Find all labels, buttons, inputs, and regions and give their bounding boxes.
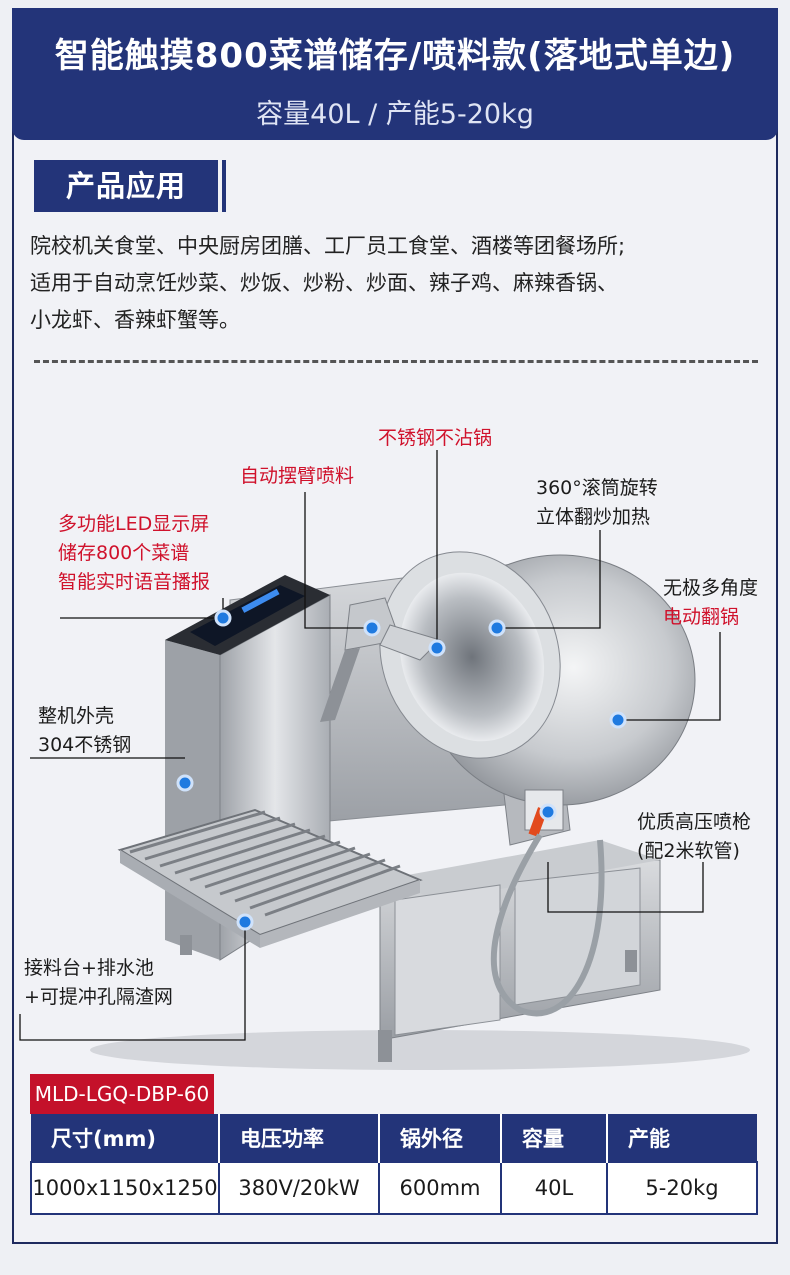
hotspot-marker bbox=[609, 711, 627, 729]
callout-text: 多功能LED显示屏 bbox=[58, 513, 210, 535]
spec-cell-pot-diameter: 600mm bbox=[378, 1161, 502, 1215]
callout-text: 自动摆臂喷料 bbox=[240, 465, 355, 487]
callout-shell: 整机外壳 304不锈钢 bbox=[38, 702, 131, 760]
callout-text: 优质高压喷枪 bbox=[637, 811, 752, 833]
pot-interior bbox=[399, 572, 545, 742]
application-line: 小龙虾、香辣虾蟹等。 bbox=[30, 308, 240, 332]
application-line: 适用于自动烹饪炒菜、炒饭、炒粉、炒面、辣子鸡、麻辣香锅、 bbox=[30, 271, 618, 295]
spec-header-pot-diameter: 锅外径 bbox=[379, 1114, 502, 1162]
tray-side-rail bbox=[260, 880, 420, 948]
machine-leg bbox=[625, 950, 637, 972]
spec-header-power: 电压功率 bbox=[219, 1114, 380, 1162]
callout-text: 360°滚筒旋转 bbox=[536, 477, 658, 499]
callout-text: 不锈钢不沾锅 bbox=[378, 427, 493, 449]
swing-arm-bracket bbox=[379, 624, 441, 661]
spec-cell-size: 1000x1150x1250 bbox=[30, 1161, 220, 1215]
hotspot-marker bbox=[539, 803, 557, 821]
callout-pot-tilt: 无极多角度 电动翻锅 bbox=[663, 574, 758, 632]
tray-rollers bbox=[129, 810, 401, 917]
callout-text: 整机外壳 bbox=[38, 705, 115, 727]
application-text: 院校机关食堂、中央厨房团膳、工厂员工食堂、酒楼等团餐场所; 适用于自动烹饪炒菜、… bbox=[30, 228, 760, 339]
page-title: 智能触摸800菜谱储存/喷料款(落地式单边) bbox=[54, 36, 736, 76]
callout-text: 304不锈钢 bbox=[38, 734, 132, 756]
spec-table-header-row: 尺寸(mm) 电压功率 锅外径 容量 产能 bbox=[31, 1114, 757, 1162]
cabinet-door bbox=[394, 884, 501, 1036]
callout-spray-gun: 优质高压喷枪 (配2米软管) bbox=[637, 808, 751, 866]
cabinet-door bbox=[514, 867, 641, 1006]
floor-shadow bbox=[90, 1030, 750, 1070]
machine-leg bbox=[378, 1030, 392, 1062]
callout-text: (配2米软管) bbox=[637, 840, 740, 862]
callout-nonstick-pot: 不锈钢不沾锅 bbox=[378, 424, 492, 453]
spray-hose bbox=[490, 833, 605, 1017]
callout-led-display: 多功能LED显示屏 储存800个菜谱 智能实时语音播报 bbox=[58, 510, 210, 597]
spec-cell-power: 380V/20kW bbox=[218, 1161, 380, 1215]
page-subtitle: 容量40L / 产能5-20kg bbox=[256, 99, 534, 130]
callout-text: 无极多角度 bbox=[663, 577, 759, 599]
application-line: 院校机关食堂、中央厨房团膳、工厂员工食堂、酒楼等团餐场所; bbox=[30, 234, 626, 258]
machine-illustration bbox=[19, 450, 750, 1070]
spec-header-size: 尺寸(mm) bbox=[31, 1114, 220, 1162]
callout-swing-arm: 自动摆臂喷料 bbox=[240, 462, 354, 491]
hotspot-marker bbox=[236, 913, 254, 931]
spec-table: 尺寸(mm) 电压功率 锅外径 容量 产能 1000x1150x1250 380… bbox=[30, 1114, 758, 1215]
callout-text: 电动翻锅 bbox=[663, 606, 740, 628]
callout-drum-rotation: 360°滚筒旋转 立体翻炒加热 bbox=[536, 474, 658, 532]
led-screen-glow bbox=[241, 588, 280, 613]
hotspot-marker bbox=[363, 619, 381, 637]
spec-cell-output: 5-20kg bbox=[606, 1161, 758, 1215]
spec-cell-capacity: 40L bbox=[500, 1161, 608, 1215]
section-divider bbox=[34, 360, 758, 363]
hotspot-marker bbox=[488, 619, 506, 637]
callout-text: +可提冲孔隔渣网 bbox=[24, 986, 173, 1008]
leader-lines bbox=[19, 450, 721, 1041]
spec-header-capacity: 容量 bbox=[501, 1114, 608, 1162]
callout-text: 接料台+排水池 bbox=[24, 957, 154, 979]
hotspot-marker bbox=[214, 609, 232, 627]
hotspot-markers bbox=[176, 609, 627, 931]
callout-text: 立体翻炒加热 bbox=[536, 506, 651, 528]
spec-header-output: 产能 bbox=[607, 1114, 757, 1162]
table-row: 1000x1150x1250 380V/20kW 600mm 40L 5-20k… bbox=[30, 1161, 758, 1215]
section-title-application: 产品应用 bbox=[34, 160, 226, 212]
led-screen bbox=[190, 585, 305, 646]
hotspot-marker bbox=[176, 774, 194, 792]
callout-receiving-tray: 接料台+排水池 +可提冲孔隔渣网 bbox=[24, 954, 173, 1012]
machine-leg bbox=[180, 935, 192, 955]
tray-front-rail bbox=[120, 850, 260, 948]
header-banner: 智能触摸800菜谱储存/喷料款(落地式单边) 容量40L / 产能5-20kg bbox=[12, 8, 778, 140]
swing-arm-chute bbox=[320, 648, 360, 722]
model-number: MLD-LGQ-DBP-60 bbox=[30, 1074, 214, 1114]
callout-text: 智能实时语音播报 bbox=[58, 571, 211, 593]
hotspot-marker bbox=[428, 639, 446, 657]
callout-text: 储存800个菜谱 bbox=[58, 542, 190, 564]
